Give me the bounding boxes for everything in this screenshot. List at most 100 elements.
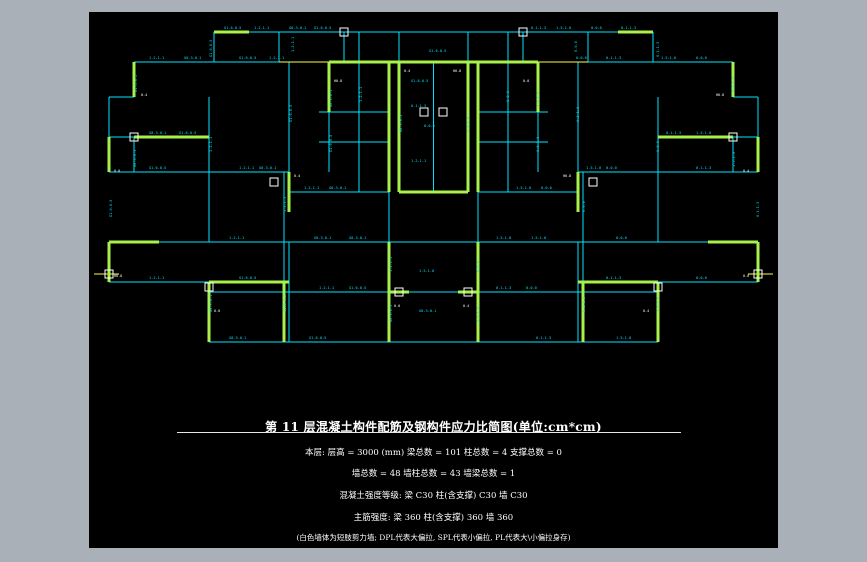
shear-wall xyxy=(107,242,111,282)
wall-label: 0.0 xyxy=(114,169,120,173)
rebar-label: 0-0-0 xyxy=(616,236,627,240)
rebar-strength-line: 主筋强度: 梁 360 柱(含支撑) 360 墙 360 xyxy=(353,513,514,523)
concrete-grade-line: 混凝土强度等级: 梁 C30 柱(含支撑) C30 墙 C30 xyxy=(339,491,528,501)
shear-wall xyxy=(209,280,289,284)
rebar-label: G0.3-0.1 xyxy=(314,236,331,240)
column-mark xyxy=(419,107,429,117)
shear-wall xyxy=(458,290,478,294)
rebar-label: G1.6-0.5 xyxy=(411,79,428,83)
shear-wall xyxy=(387,62,391,192)
rebar-label: 1.2-1.1 xyxy=(269,56,284,60)
shear-wall xyxy=(731,62,735,97)
shear-wall xyxy=(476,62,480,192)
rebar-label: G1.6-0.5 xyxy=(239,276,256,280)
rebar-label: G1.6-0.5 xyxy=(239,56,256,60)
legend-note-line: (白色墙体为短肢剪力墙; DPL代表大偏拉, SPL代表小偏拉, PL代表大\小… xyxy=(296,533,571,542)
column-mark xyxy=(653,282,663,292)
rebar-label: G1.6-0.5 xyxy=(109,200,113,217)
rebar-label: 1.5-1.0 xyxy=(476,307,480,322)
rebar-label: G0.3-0.1 xyxy=(184,56,201,60)
shear-wall xyxy=(399,190,468,194)
rebar-label: 1.2-1.1 xyxy=(149,56,164,60)
rebar-label: 0.1-1.3 xyxy=(496,286,511,290)
rebar-label: 0.1-1.3 xyxy=(531,26,546,30)
shear-wall xyxy=(708,240,758,244)
rebar-label: 0-0-0 xyxy=(591,26,602,30)
rebar-label: 1.5-1.0 xyxy=(732,152,736,167)
rebar-label: G1.6-0.5 xyxy=(283,295,287,312)
shear-wall xyxy=(466,62,470,192)
shear-wall xyxy=(578,280,658,284)
shear-wall xyxy=(282,282,286,342)
shear-wall xyxy=(658,135,733,139)
wall-label: H0.8 xyxy=(563,174,571,178)
rebar-label: 0.1-1.3 xyxy=(576,107,580,122)
rebar-label: G0.3-0.1 xyxy=(329,186,346,190)
column-mark xyxy=(588,177,598,187)
shear-wall xyxy=(389,290,409,294)
shear-wall xyxy=(109,240,159,244)
column-mark xyxy=(269,177,279,187)
rebar-label: G1.6-0.5 xyxy=(149,166,166,170)
rebar-label: 0-0-0 xyxy=(606,166,617,170)
rebar-label: 1.5-1.0 xyxy=(696,131,711,135)
wall-label: 0.0 xyxy=(523,79,529,83)
rebar-label: 0-0-0 xyxy=(541,186,552,190)
rebar-label: 1.2-1.1 xyxy=(304,186,319,190)
rebar-label: G1.6-0.5 xyxy=(329,135,333,152)
shear-wall xyxy=(397,62,401,192)
shear-wall xyxy=(576,172,580,212)
rebar-label: 1.2-1.1 xyxy=(319,286,334,290)
wall-label: 0.0 xyxy=(394,304,400,308)
column-mark xyxy=(394,287,404,297)
column-mark xyxy=(339,27,349,37)
rebar-label: G1.6-0.5 xyxy=(224,26,241,30)
rebar-label: 1.5-1.0 xyxy=(656,297,660,312)
shear-wall xyxy=(618,30,653,34)
rebar-label: 1.5-1.0 xyxy=(419,269,434,273)
wall-label: 0.0 xyxy=(743,274,749,278)
rebar-label: 1.5-1.0 xyxy=(531,236,546,240)
rebar-label: G1.6-0.5 xyxy=(289,105,293,122)
rebar-label: 0.1-1.3 xyxy=(411,104,426,108)
shear-wall xyxy=(329,60,399,64)
rebar-label: 0-0-0 xyxy=(424,124,435,128)
shear-wall xyxy=(387,242,391,342)
shear-wall xyxy=(756,137,760,172)
rebar-label: 1.5-1.0 xyxy=(616,336,631,340)
rebar-label: 1.2-1.1 xyxy=(149,276,164,280)
shear-wall xyxy=(476,242,480,342)
wall-label: 0.4 xyxy=(141,93,147,97)
rebar-label: 0-0-0 xyxy=(506,91,510,102)
rebar-label: G1.6-0.5 xyxy=(209,40,213,57)
rebar-label: G0.3-0.1 xyxy=(419,309,436,313)
rebar-label: 0.1-1.3 xyxy=(536,137,540,152)
rebar-label: 1.5-1.0 xyxy=(466,117,470,132)
wall-label: 0.4 xyxy=(743,169,749,173)
shear-wall xyxy=(756,242,760,282)
shear-wall xyxy=(207,282,211,342)
rebar-label: 0.1-1.3 xyxy=(731,77,735,92)
rebar-label: 0-0-0 xyxy=(574,41,578,52)
rebar-label: 1.2-1.1 xyxy=(254,26,269,30)
rebar-label: 0.1-1.3 xyxy=(606,276,621,280)
rebar-label: G1.6-0.5 xyxy=(179,131,196,135)
rebar-label: 1.2-1.1 xyxy=(209,137,213,152)
rebar-label: 0-0-0 xyxy=(526,286,537,290)
rebar-label: G1.6-0.5 xyxy=(314,26,331,30)
rebar-label: G1.6-0.5 xyxy=(429,49,446,53)
wall-label: H0.8 xyxy=(716,93,724,97)
rebar-label: 0.1-1.3 xyxy=(756,202,760,217)
rebar-label: 1.5-1.0 xyxy=(536,92,540,107)
wall-label: H0.8 xyxy=(334,79,342,83)
rebar-label: 0-0-0 xyxy=(656,141,660,152)
rebar-label: G1.6-0.5 xyxy=(309,336,326,340)
rebar-label: 1.5-1.0 xyxy=(661,56,676,60)
wall-label: 0.4 xyxy=(643,309,649,313)
rebar-label: G0.3-0.1 xyxy=(389,305,393,322)
rebar-label: 1.2-1.1 xyxy=(411,159,426,163)
rebar-label: 1.5-1.0 xyxy=(556,26,571,30)
column-mark xyxy=(104,269,114,279)
